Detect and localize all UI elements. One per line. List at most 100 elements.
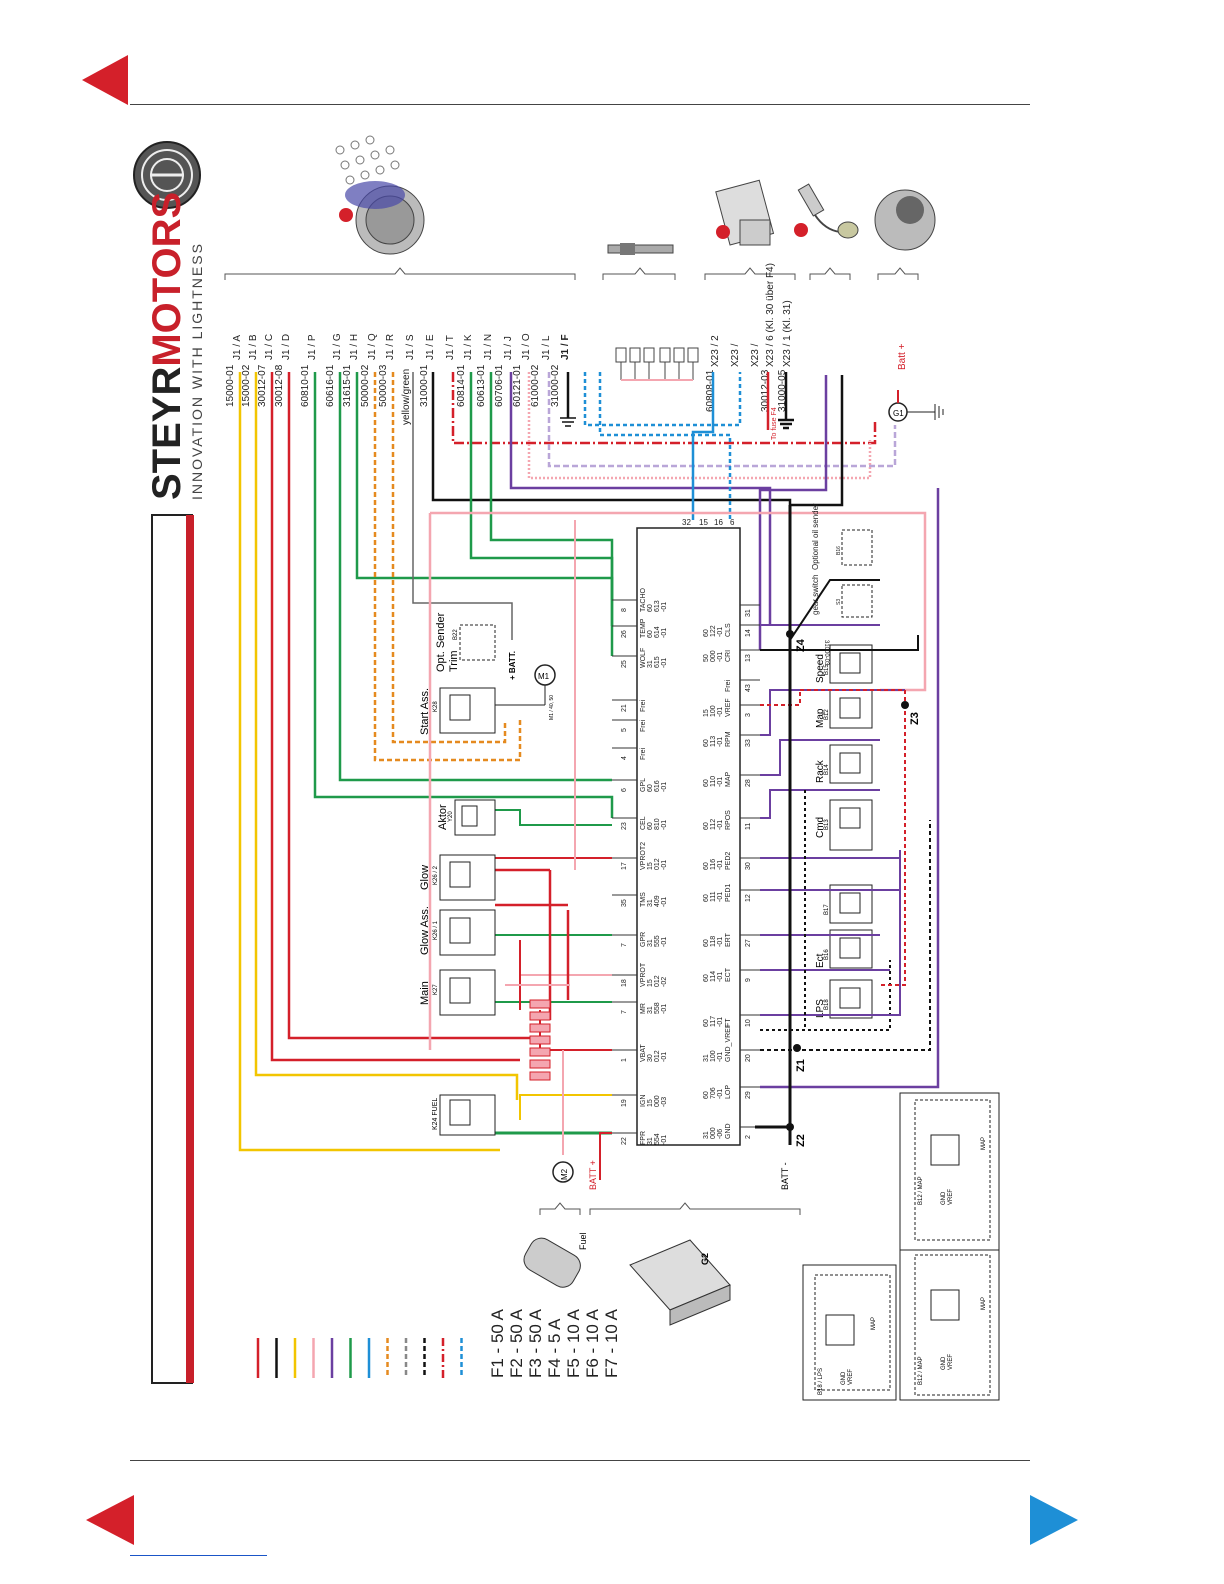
ecu-bottom-pin-num: 13 (745, 654, 752, 662)
ecu-bottom-pin-sig: FT (725, 1018, 732, 1027)
sensor-group: LPSB18EctB16B17CmdB13RackB14MapB12SpeedB… (815, 644, 873, 1019)
ecu-top-pin-c: -01 (661, 1135, 668, 1145)
ecu-bottom-pin-c: -01 (717, 937, 724, 947)
ecu-bottom-pin-b: 122 (710, 625, 717, 637)
opt-sender-trim: Opt. Sender Trim B22 (435, 612, 496, 672)
opt-sender-label: Opt. Sender (435, 612, 447, 672)
j1-wire-code: 50000-03 (378, 364, 389, 407)
ecu-bottom-pin-c: -01 (717, 972, 724, 982)
sensor-id: B18 (824, 999, 830, 1010)
x23-pin: X23 / (730, 343, 741, 367)
ecu-bottom-pin-c: -01 (717, 777, 724, 787)
j1-pin: J1 / E (425, 334, 436, 360)
next-page-arrow-bottom[interactable] (1030, 1495, 1078, 1545)
j1-wire-code: 60616-01 (325, 364, 336, 407)
j1-wire-code: 60814-01 (456, 364, 467, 407)
triangle-right-icon (1030, 1495, 1078, 1545)
sensor-element-icon (839, 652, 861, 674)
ecu-bottom-pin-num: 14 (745, 629, 752, 637)
ecu-bottom-pin-num: 9 (745, 978, 752, 982)
sensor-box (829, 929, 873, 969)
j1-wire-code: 60706-01 (494, 364, 505, 407)
ecu-top-pin-num: 5 (621, 728, 628, 732)
inset-label: B12 / MAP (918, 1176, 924, 1205)
ecu-top-pin-a: 31 (647, 939, 654, 947)
ecu-bottom-pin-a: 60 (703, 1019, 710, 1027)
sensor-box (829, 644, 873, 684)
ecu-bottom-pin-b: 100 (710, 1050, 717, 1062)
ecu-bottom-pin-b: 100 (710, 705, 717, 717)
j1-wire-code: 31615-01 (342, 364, 353, 407)
prev-page-arrow-bottom[interactable] (86, 1495, 134, 1545)
g1-label: G1 (893, 409, 904, 418)
connector-braces (224, 267, 919, 1215)
ecu-right-pins: 32 15 16 6 (682, 518, 735, 527)
ecu-bottom-pin-a: 60 (703, 894, 710, 902)
ecu-bottom-pin-b: 118 (710, 936, 717, 947)
ecu-pin-number: 15 (699, 518, 708, 527)
ecu-top-pin-b: 000 (654, 1095, 661, 1107)
ecu-top-pin-sig: VPROT2 (640, 842, 647, 870)
prev-page-arrow-top[interactable] (82, 55, 128, 105)
relay-start-ass-label: Start Ass. (419, 688, 431, 735)
motor-m1: M1 + BATT. M1 / 40, 50 (495, 651, 556, 720)
ecu-top-pin-b: 613 (654, 600, 661, 612)
ecu-top-pin-c: -01 (661, 658, 668, 668)
ecu-bottom-pin-sig: GND (725, 1123, 732, 1139)
ecu-top-pin-sig: MR (640, 1003, 647, 1014)
inset-label: MAP (871, 1317, 877, 1330)
ecu-bottom-pin-sig: GND_VREF (725, 1024, 732, 1062)
ecu-bottom-pin-c: -01 (717, 707, 724, 717)
batt-plus-bottom: BATT + (588, 1160, 598, 1190)
ecu-top-pin-c: -01 (661, 897, 668, 907)
ecu-bottom-pin-num: 10 (745, 1019, 752, 1027)
ecu-top-pin-a: 60 (647, 630, 654, 638)
ecu-top-pin-sig: FPR (640, 1131, 647, 1145)
j1-pin: J1 / F (560, 334, 571, 360)
ecu-top-pin-a: 31 (647, 1006, 654, 1014)
ecu-bottom-pin-sig: PED1 (725, 884, 732, 902)
ecu-bottom-pin-sig: LOP (725, 1085, 732, 1099)
ecu-bottom-pin-a: 31 (703, 1131, 710, 1139)
inset-label: GND (841, 1371, 847, 1385)
fuse-list: F1 - 50 A F2 - 50 A F3 - 50 A F4 - 5 A F… (488, 1308, 621, 1378)
ecu-top-pin-a: 60 (647, 604, 654, 612)
ecu-top-pin-a: 30 (647, 1054, 654, 1062)
j1-connector-image (335, 135, 425, 255)
ecu-bottom-pin-sig: RPOS (725, 810, 732, 830)
ecu-bottom-pin-sig: CLS (725, 623, 732, 637)
brand-steyr: STEYRMOTORS (145, 192, 189, 500)
ecu-top-pin-num: 1 (621, 1058, 628, 1062)
j1-pin: J1 / T (445, 335, 456, 360)
ecu-top-pin-sig: CEL (640, 816, 647, 830)
z-label: Z2 (795, 1134, 807, 1147)
sensor-box (829, 744, 873, 784)
x23-connector-image (715, 179, 775, 246)
ecu-top-pin-sig: IGN (640, 1095, 647, 1107)
inset-map-c: B12 / MAP GND VREF MAP (899, 1092, 1000, 1251)
ecu-bottom-pin-b: 000 (710, 1127, 717, 1139)
sensor-element-icon (839, 892, 861, 914)
ecu-bottom-pin-b: 110 (710, 776, 717, 787)
motor-m1-label: M1 (538, 672, 550, 681)
ecu-bottom-pin-b: 117 (710, 1016, 717, 1027)
j1-pin: J1 / J (503, 336, 514, 360)
j1-pin: J1 / P (307, 334, 318, 360)
sensor-name: LPS (815, 999, 826, 1018)
fuse-rating: F1 - 50 A (488, 1308, 507, 1378)
j1-wire-code: 30012-07 (257, 364, 268, 407)
ecu-bottom-pin-b: 706 (710, 1087, 717, 1099)
ecu-bottom-pin-num: 27 (745, 939, 752, 947)
z-labels: Z1 Z2 Z3 Z4 (786, 630, 921, 1147)
footer-link-underline[interactable] (130, 1555, 267, 1556)
sensor-name: Ect (815, 953, 826, 968)
ecu-top-pin-num: 4 (621, 756, 628, 760)
sensor-id: B16 (824, 949, 830, 960)
j1-wire-labels: 15000-01 15000-02 30012-07 30012-08 6081… (225, 333, 571, 425)
j1-pin: J1 / L (541, 335, 552, 360)
ecu-top-pin-b: 555 (654, 935, 661, 947)
x23-pin: X23 / (750, 343, 761, 367)
ecu-bottom-pin-num: 2 (745, 1135, 752, 1139)
j1-pin: J1 / C (264, 334, 275, 360)
